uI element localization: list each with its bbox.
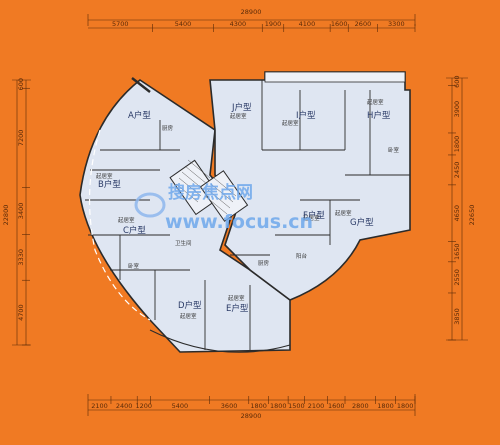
room-living-e: 起居室 <box>228 294 245 302</box>
room-living-b: 起居室 <box>96 172 113 180</box>
room-living-j: 起居室 <box>230 112 247 120</box>
west-wing <box>79 79 291 353</box>
right-segs-label: 1650 <box>453 243 461 260</box>
stair-treads <box>175 159 237 215</box>
watermark-cn: 搜房焦点网 <box>168 182 253 203</box>
right-segs-label: 4650 <box>453 205 461 222</box>
core-stair-right <box>199 170 249 222</box>
bottom-dimension-group <box>87 394 416 416</box>
right-segs-label: 600 <box>453 75 461 87</box>
bot-segs-label: 2100 <box>308 402 325 410</box>
room-living-i: 起居室 <box>282 119 299 127</box>
bot-segs-label: 1600 <box>328 402 345 410</box>
bot-segs-label: 2400 <box>116 402 133 410</box>
east-wing <box>209 71 411 301</box>
unit-label-b: B户型 <box>98 179 121 190</box>
watermark-url: www.focus.cn <box>165 211 313 233</box>
room-labels: 厨房 起居室 起居室 卧室 卫生间 起居室 起居室 厨房 阳台 起居室 起居室 … <box>96 98 400 320</box>
left-segs-label: 4700 <box>17 304 25 321</box>
curved-facade-windows <box>88 129 151 321</box>
room-living-h: 起居室 <box>367 98 384 106</box>
diagonal-ramp <box>131 77 151 93</box>
top-dimension-segments: 5700 5400 4300 1900 4100 1600 2600 3300 <box>112 20 416 32</box>
left-dimension-segments: 600 7200 3400 3330 4700 <box>17 78 30 346</box>
south-balcony <box>149 329 291 353</box>
left-segs-label: 600 <box>17 78 25 90</box>
room-living-d: 起居室 <box>180 312 197 320</box>
top-segs-label: 1900 <box>265 20 282 28</box>
top-balcony <box>264 71 406 83</box>
bot-segs-label: 2800 <box>352 402 369 410</box>
right-segs-label: 2450 <box>453 162 461 179</box>
unit-label-d: D户型 <box>178 300 202 311</box>
bot-segs-label: 3600 <box>221 402 238 410</box>
top-segs-label: 5700 <box>112 20 129 28</box>
bot-segs-label: 1800 <box>377 402 394 410</box>
unit-label-f: F户型 <box>303 210 325 221</box>
top-total-dim: 28900 <box>241 8 262 16</box>
top-segs-label: 1600 <box>331 20 348 28</box>
top-dimension-group <box>87 14 416 29</box>
left-total-dim: 22800 <box>2 205 10 226</box>
top-segs-label: 4100 <box>299 20 316 28</box>
left-segs-label: 7200 <box>17 130 25 147</box>
building-footprint <box>79 71 411 353</box>
bot-segs-label: 1800 <box>270 402 287 410</box>
right-segs-label: 1800 <box>453 136 461 153</box>
left-segs-label: 3400 <box>17 203 25 220</box>
watermark: 搜房焦点网 www.focus.cn <box>134 182 313 233</box>
right-segs-label: 3900 <box>453 101 461 118</box>
right-segs-label: 2550 <box>453 269 461 286</box>
unit-label-a: A户型 <box>128 110 151 121</box>
room-kitchen-e: 厨房 <box>258 259 270 267</box>
unit-label-h: H户型 <box>367 110 391 121</box>
unit-labels: A户型 B户型 C户型 D户型 E户型 F户型 G户型 H户型 I户型 J户型 <box>98 102 391 314</box>
right-segs-label: 3850 <box>453 308 461 325</box>
right-dimension-group <box>446 77 468 341</box>
core-stair-left <box>169 159 222 216</box>
unit-label-i: I户型 <box>296 110 316 121</box>
room-living-g: 起居室 <box>335 209 352 217</box>
right-dimension-segments: 600 3900 1800 2450 4650 1650 2550 3850 <box>448 75 461 341</box>
right-total-dim: 22650 <box>468 205 476 226</box>
unit-label-e: E户型 <box>226 303 249 314</box>
bot-segs-label: 1500 <box>288 402 305 410</box>
unit-label-j: J户型 <box>231 102 252 113</box>
top-segs-label: 3300 <box>388 20 405 28</box>
interior-walls <box>85 80 410 350</box>
unit-label-g: G户型 <box>350 217 374 228</box>
bot-segs-label: 1800 <box>250 402 267 410</box>
top-segs-label: 2600 <box>355 20 372 28</box>
room-living-c: 起居室 <box>118 216 135 224</box>
bot-segs-label: 2100 <box>91 402 108 410</box>
watermark-logo-icon <box>134 192 166 218</box>
room-living-f: 起居室 <box>303 214 320 222</box>
room-kitchen-a: 厨房 <box>162 124 174 132</box>
bottom-total-dim: 28900 <box>241 412 262 420</box>
room-bedroom-h: 卧室 <box>388 146 400 154</box>
room-balcony-f: 阳台 <box>296 252 308 260</box>
bot-segs-label: 5400 <box>172 402 189 410</box>
bot-segs-label: 1800 <box>397 402 414 410</box>
top-segs-label: 5400 <box>175 20 192 28</box>
bot-segs-label: 1200 <box>136 402 153 410</box>
room-toilet-c: 卫生间 <box>175 239 192 247</box>
top-segs-label: 4300 <box>230 20 247 28</box>
left-segs-label: 3330 <box>17 249 25 266</box>
room-bedroom-c: 卧室 <box>128 262 140 270</box>
unit-label-c: C户型 <box>123 225 146 236</box>
